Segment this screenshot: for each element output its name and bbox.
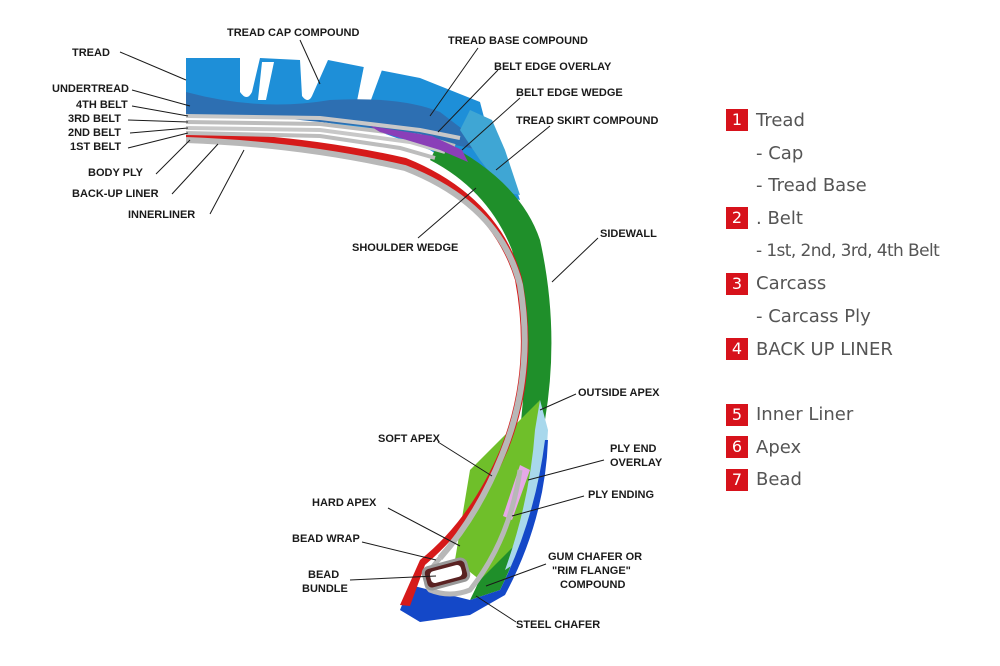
tread-cap-shape [186,58,520,200]
leader-undertread [131,89,191,107]
label-undertread: UNDERTREAD [52,83,129,95]
label-bead: BEAD [308,569,339,581]
tread-groove-right [356,66,382,108]
leader-bead-wrap [361,541,437,561]
label-rim-flange: "RIM FLANGE" [552,565,631,577]
leader-ply-end-overlay [527,459,605,481]
label-soft-apex: SOFT APEX [378,433,441,445]
label-shoulder-wedge: SHOULDER WEDGE [352,242,458,254]
label-bundle: BUNDLE [302,583,348,595]
label-tread-skirt-compound: TREAD SKIRT COMPOUND [516,115,658,127]
legend-sub-belts: - 1st, 2nd, 3rd, 4th Belt [756,241,940,262]
label-ply-ending: PLY ENDING [588,489,654,501]
label-gum-chafer: GUM CHAFER OR [548,551,642,563]
legend-label: Tread [756,109,805,131]
legend-item-carcass: 3 Carcass [726,267,986,300]
leader-ply-ending [511,495,585,517]
belt-edge-wedge-shape [370,126,468,162]
label-back-up-liner: BACK-UP LINER [72,188,159,200]
label-innerliner: INNERLINER [128,209,195,221]
leader-tread-base [429,47,479,117]
label-hard-apex: HARD APEX [312,497,377,509]
label-bead-wrap: BEAD WRAP [292,533,360,545]
leader-belt-2nd [129,127,189,134]
label-belt-edge-overlay: BELT EDGE OVERLAY [494,61,612,73]
label-sidewall: SIDEWALL [600,228,657,240]
legend-label: Bead [756,469,802,491]
legend-sub-cap: - Cap [756,142,804,164]
legend-item-bead: 7 Bead [726,464,986,497]
label-steel-chafer: STEEL CHAFER [516,619,600,631]
legend-sub-tread-base: - Tread Base [756,175,867,197]
legend-label: Apex [756,436,802,458]
legend-label: Carcass [756,273,827,295]
label-tread-base-compound: TREAD BASE COMPOUND [448,35,588,47]
label-belt-edge-wedge: BELT EDGE WEDGE [516,87,623,99]
legend-item-inner-liner: 5 Inner Liner [726,398,986,431]
label-tread: TREAD [72,47,110,59]
label-belt-3rd: 3RD BELT [68,113,121,125]
legend-num-badge: 3 [726,272,748,295]
label-tread-cap-compound: TREAD CAP COMPOUND [227,27,359,39]
leader-shoulder-wedge [417,187,477,239]
label-belt-1st: 1ST BELT [70,141,121,153]
leader-belt-edge-wedge [461,97,521,151]
belt-2nd [185,126,446,154]
belt-1st [185,131,436,160]
legend-item-back-up-liner: 4 BACK UP LINER [726,333,986,366]
leader-gum-chafer [485,563,547,587]
legend-item-tread: 1 Tread [726,104,986,137]
leader-innerliner [209,149,245,215]
leader-soft-apex [437,441,493,477]
label-body-ply: BODY PLY [88,167,144,179]
tread-groove-left [258,62,274,100]
leader-steel-chafer [475,595,517,623]
legend-spacer [726,366,986,399]
label-ply-end: PLY END [610,443,657,455]
body-ply-shape [185,137,528,560]
legend-item-apex: 6 Apex [726,431,986,464]
leader-hard-apex [387,507,461,547]
leader-belt-4th [131,105,189,117]
legend-num-badge: 5 [726,403,748,426]
leader-belt-edge-overlay [437,69,499,133]
leader-sidewall [551,237,599,283]
leader-belt-1st [127,132,189,149]
leader-tread-cap [299,39,321,85]
leader-tread-skirt [495,125,551,171]
leader-back-up-liner [171,143,219,195]
label-belt-4th: 4TH BELT [76,99,128,111]
legend-num-badge: 1 [726,109,748,132]
legend-sub-carcass-ply: - Carcass Ply [756,305,871,327]
legend-label: BACK UP LINER [756,338,893,360]
label-belt-2nd: 2ND BELT [68,127,121,139]
outside-apex-shape [505,400,548,570]
leader-bead-bundle [349,575,437,581]
leader-body-ply [155,139,191,175]
legend-num-badge: 2 [726,207,748,230]
legend-num-badge: 6 [726,436,748,459]
label-outside-apex: OUTSIDE APEX [578,387,660,399]
legend-num-badge: 4 [726,338,748,361]
leader-tread [119,51,187,81]
tread-skirt-shape [460,110,520,195]
label-compound: COMPOUND [560,579,625,591]
leader-belt-3rd [127,119,189,123]
legend: 1 Tread - Cap - Tread Base 2 . Belt - 1s… [726,104,986,496]
bead-core [429,564,463,584]
legend-num-badge: 7 [726,468,748,491]
leader-outside-apex [539,393,577,411]
legend-label: . Belt [756,207,803,229]
legend-item-belt: 2 . Belt [726,202,986,235]
label-overlay: OVERLAY [610,457,663,469]
belt-4th [185,114,461,140]
legend-label: Inner Liner [756,404,854,426]
